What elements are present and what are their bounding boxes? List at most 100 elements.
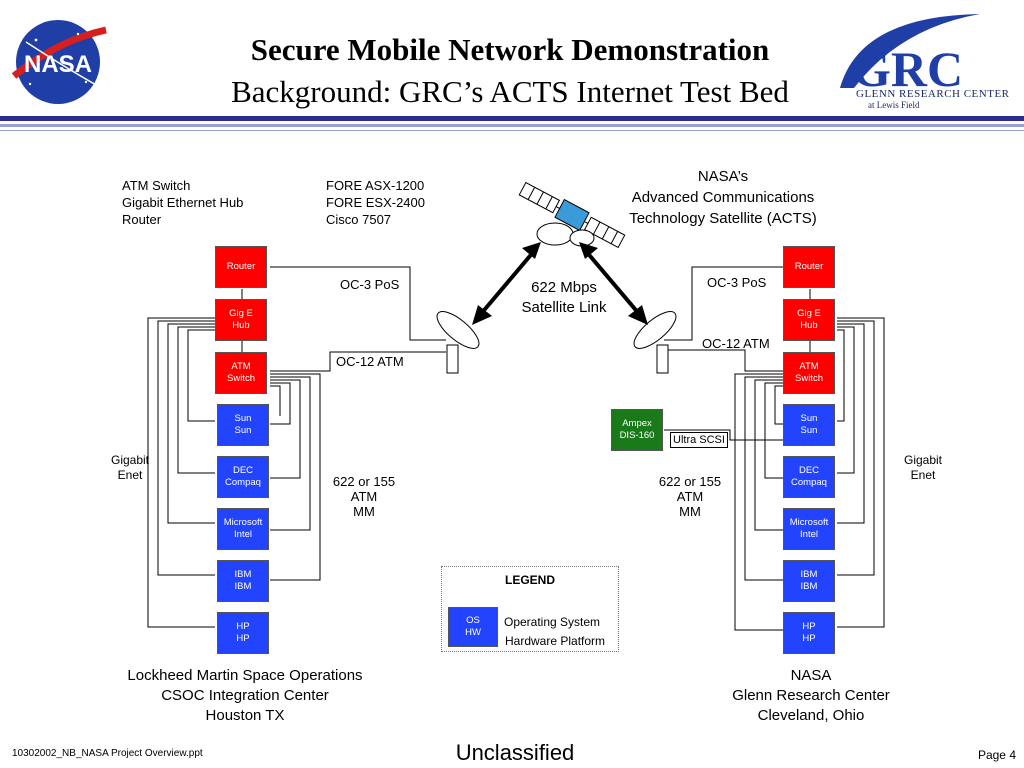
right-router-box: Router — [783, 246, 835, 288]
box-label: IBM — [800, 569, 818, 580]
gigabit-line: Gigabit — [903, 453, 943, 467]
link-line: Satellite Link — [521, 299, 607, 316]
speed-line: MM — [679, 504, 701, 519]
box-label: Sun — [800, 425, 818, 436]
box-label: Switch — [227, 373, 255, 384]
box-label: IBM — [234, 581, 252, 592]
box-label: Gig E — [229, 308, 253, 319]
satellite-label: NASA’s Advanced Communications Technolog… — [600, 166, 846, 229]
gigabit-line: Enet — [117, 468, 143, 482]
box-label: Compaq — [791, 477, 827, 488]
grc-logo-text: GRC — [852, 41, 963, 97]
grc-name: GLENN RESEARCH CENTER — [856, 88, 1010, 100]
satellite-line: Advanced Communications — [631, 189, 815, 206]
nasa-logo: NASA — [6, 12, 110, 106]
site-line: Houston TX — [205, 707, 285, 724]
box-label: DEC — [232, 465, 254, 476]
box-label: Sun — [234, 425, 252, 436]
box-label: Microsoft — [223, 517, 263, 528]
right-site-label: NASA Glenn Research Center Cleveland, Oh… — [680, 666, 942, 726]
footer-page-number: Page 4 — [977, 748, 1016, 762]
box-label: Ampex — [622, 418, 652, 429]
gigabit-line: Enet — [910, 468, 936, 482]
speed-line: 622 or 155 — [332, 474, 396, 489]
legend-title: LEGEND — [504, 573, 555, 587]
legend-os-label: Operating System — [504, 615, 601, 629]
box-label: IBM — [800, 581, 818, 592]
box-label: HP — [236, 621, 250, 632]
box-label: DEC — [798, 465, 820, 476]
key-device: ATM Switch — [122, 178, 191, 193]
link-line: 622 Mbps — [531, 279, 597, 296]
grc-logo: GRC — [830, 8, 1020, 114]
right-atm-speed: 622 or 155 ATM MM — [652, 474, 728, 519]
key-model: FORE ASX-1200 — [326, 178, 425, 193]
key-device: Router — [122, 212, 162, 227]
page-subtitle: Background: GRC’s ACTS Internet Test Bed — [231, 74, 789, 109]
site-line: Lockheed Martin Space Operations — [127, 667, 363, 684]
box-label: Hub — [800, 320, 818, 331]
speed-line: 622 or 155 — [658, 474, 722, 489]
site-line: NASA — [790, 667, 832, 684]
left-gigabit-label: Gigabit Enet — [100, 453, 160, 483]
left-dish-icon — [436, 311, 480, 374]
header-rule-thin — [0, 130, 1024, 131]
key-device: Gigabit Ethernet Hub — [122, 195, 244, 210]
legend-hw-label: Hardware Platform — [505, 634, 606, 648]
key-model: FORE ESX-2400 — [326, 195, 425, 210]
site-line: Cleveland, Ohio — [757, 707, 865, 724]
satellite-link-arrows — [472, 242, 648, 325]
box-label: IBM — [234, 569, 252, 580]
grc-sub: at Lewis Field — [868, 100, 920, 110]
right-dish-icon — [633, 311, 677, 374]
box-label: Intel — [800, 529, 818, 540]
box-label: Microsoft — [789, 517, 829, 528]
box-label: HW — [465, 627, 481, 638]
speed-line: ATM — [676, 489, 704, 504]
ultra-scsi-label: Ultra SCSI — [670, 432, 728, 448]
left-router-box: Router — [215, 246, 267, 288]
left-oc12-label: OC-12 ATM — [336, 354, 404, 369]
box-label: Sun — [234, 413, 252, 424]
key-models: FORE ASX-1200 FORE ESX-2400 Cisco 7507 — [326, 177, 425, 228]
left-oc3-label: OC-3 PoS — [340, 277, 400, 292]
footer-classification: Unclassified — [455, 740, 575, 765]
box-label: Hub — [232, 320, 250, 331]
satellite-line: NASA’s — [697, 168, 749, 185]
header-rule-light — [0, 124, 1024, 127]
key-devices: ATM Switch Gigabit Ethernet Hub Router — [122, 177, 243, 228]
left-site-label: Lockheed Martin Space Operations CSOC In… — [80, 666, 410, 726]
box-label: HP — [236, 633, 250, 644]
box-label: OS — [466, 615, 480, 626]
right-oc12-label: OC-12 ATM — [702, 336, 770, 351]
site-line: Glenn Research Center — [732, 687, 890, 704]
page-title: Secure Mobile Network Demonstration — [250, 32, 770, 67]
satellite-icon — [518, 181, 626, 249]
site-line: CSOC Integration Center — [161, 687, 329, 704]
box-label: ATM — [799, 361, 819, 372]
gigabit-line: Gigabit — [110, 453, 150, 467]
box-label: Router — [794, 261, 824, 272]
header-rule-dark — [0, 116, 1024, 121]
box-label: HP — [802, 633, 816, 644]
box-label: Compaq — [225, 477, 261, 488]
left-atm-speed: 622 or 155 ATM MM — [326, 474, 402, 519]
satellite-line: Technology Satellite (ACTS) — [629, 210, 817, 227]
